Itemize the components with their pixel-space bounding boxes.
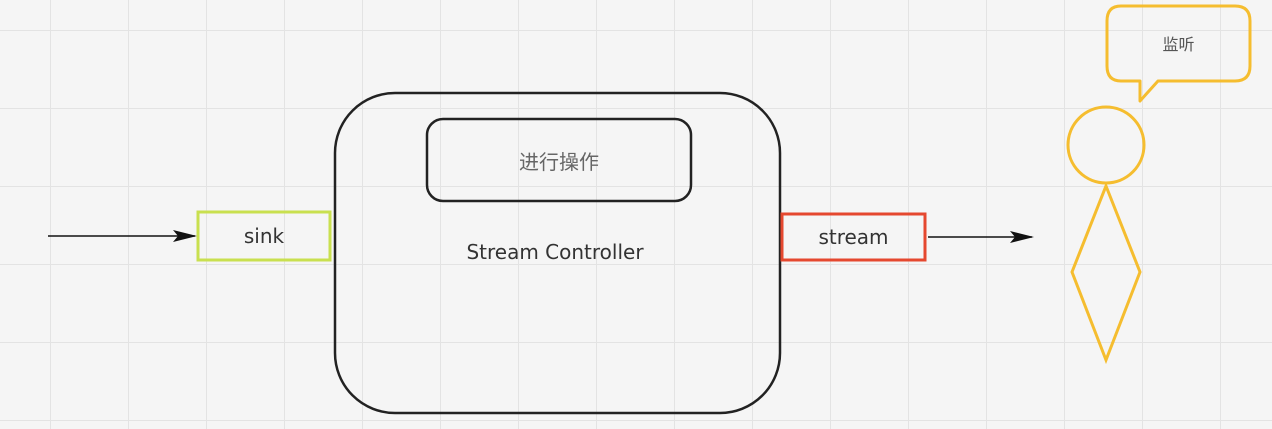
sink-label: sink: [243, 224, 285, 248]
stream-controller-box: [333, 91, 782, 415]
sink-box: [196, 210, 332, 262]
stream-box: [780, 212, 927, 262]
listener-body: [1070, 181, 1142, 365]
operation-box: [425, 117, 693, 203]
listener-head: [1066, 105, 1146, 185]
speech-bubble: [1105, 4, 1252, 103]
operation-label: 进行操作: [519, 149, 599, 174]
controller-label: Stream Controller: [466, 240, 644, 264]
stream-label: stream: [818, 225, 889, 249]
listener-label: 监听: [1162, 35, 1195, 54]
